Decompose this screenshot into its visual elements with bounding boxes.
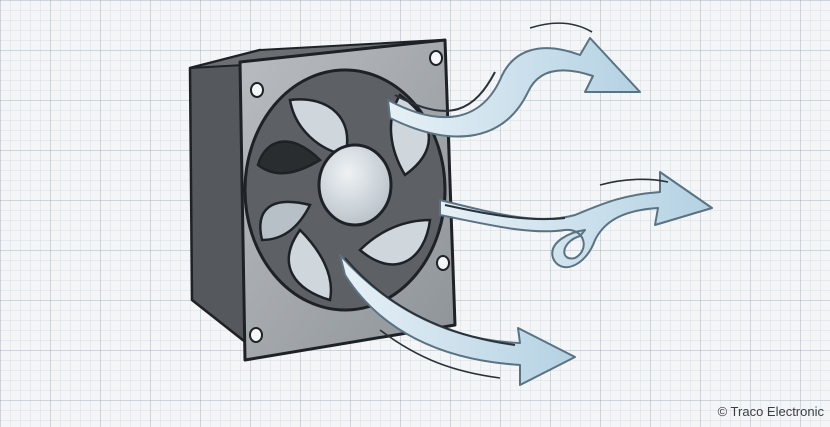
fan-rotor bbox=[243, 68, 447, 312]
airflow-arrow-top bbox=[387, 22, 641, 138]
fan-hub bbox=[317, 143, 393, 227]
mounting-holes bbox=[249, 50, 450, 343]
airflow-arrow-middle bbox=[439, 171, 713, 269]
copyright-label: © Traco Electronic bbox=[717, 404, 824, 419]
airflow-arrow-bottom bbox=[339, 254, 576, 386]
